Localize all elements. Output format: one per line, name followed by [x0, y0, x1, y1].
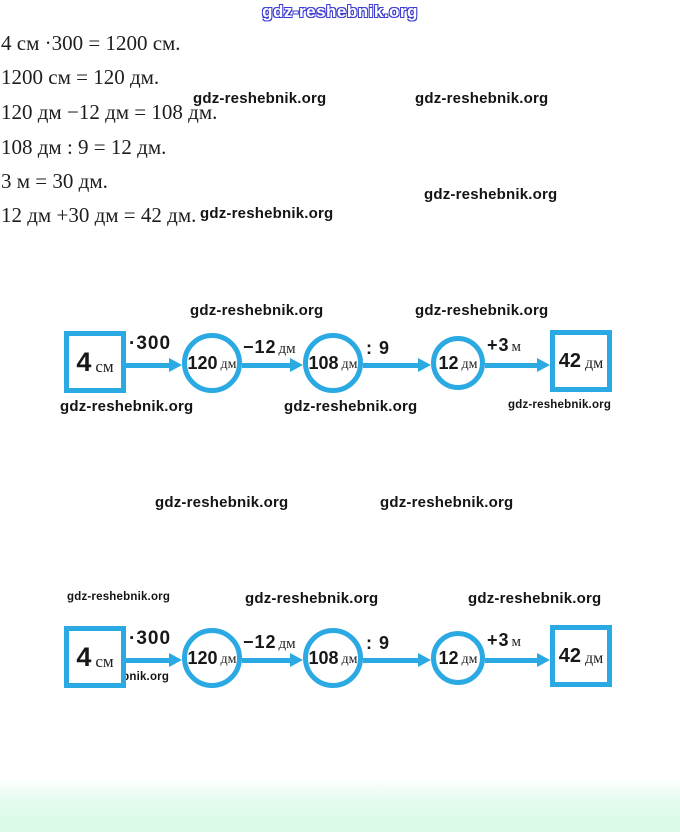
- solution-line: 108 дм : 9 = 12 дм.: [1, 135, 167, 159]
- watermark: gdz-reshebnik.org: [60, 398, 194, 415]
- diagram-end-node: 42 дм: [550, 625, 612, 687]
- node-unit: дм: [220, 357, 237, 372]
- watermark: gdz-reshebnik.org: [380, 494, 514, 511]
- diagram-end-node: 42 дм: [550, 330, 612, 392]
- node-unit: см: [95, 652, 114, 671]
- node-unit: дм: [461, 652, 478, 667]
- diagram-node: 120 дм: [182, 628, 242, 688]
- operation-label: ·300: [129, 628, 172, 649]
- watermark: gdz-reshebnik.org: [67, 591, 171, 603]
- diagram-node: 12 дм: [431, 336, 485, 390]
- solution-line: 120 дм −12 дм = 108 дм.: [1, 100, 218, 124]
- watermark: gdz-reshebnik.org: [155, 494, 289, 511]
- watermark: gdz-reshebnik.org: [284, 398, 418, 415]
- solution-line: 4 см ·300 = 1200 см.: [1, 31, 181, 55]
- arrow-right-icon: [242, 357, 303, 373]
- operation-label: ·300: [129, 333, 172, 354]
- watermark: gdz-reshebnik.org: [415, 90, 549, 107]
- node-unit: дм: [584, 650, 604, 667]
- diagram-node: 108 дм: [303, 333, 363, 393]
- footer-band: [0, 779, 680, 832]
- node-value: 120: [187, 352, 218, 373]
- arrow-right-icon: [125, 357, 182, 373]
- watermark: gdz-reshebnik.org: [424, 186, 558, 203]
- node-unit: дм: [341, 357, 358, 372]
- watermark: gdz-reshebnik.org: [415, 302, 549, 319]
- node-value: 42: [558, 644, 581, 667]
- arrow-right-icon: [485, 357, 550, 373]
- arrow-right-icon: [485, 652, 550, 668]
- watermark: gdz-reshebnik.org: [245, 590, 379, 607]
- watermark: gdz-reshebnik.org: [200, 205, 334, 222]
- watermark: gdz-reshebnik.org: [190, 302, 324, 319]
- solution-line: 12 дм +30 дм = 42 дм.: [1, 203, 197, 227]
- diagram-start-node: 4 см: [64, 331, 126, 393]
- site-title-watermark: gdz-reshebnik.org: [262, 2, 418, 21]
- node-unit: см: [95, 357, 114, 376]
- arrow-right-icon: [125, 652, 182, 668]
- diagram-node: 120 дм: [182, 333, 242, 393]
- diagram-node: 12 дм: [431, 631, 485, 685]
- arrow-right-icon: [242, 652, 303, 668]
- node-value: 12: [438, 647, 459, 668]
- node-value: 12: [438, 352, 459, 373]
- watermark: gdz-reshebnik.org: [508, 399, 612, 411]
- diagram-start-node: 4 см: [64, 626, 126, 688]
- node-value: 4: [76, 641, 92, 672]
- node-value: 4: [76, 346, 92, 377]
- node-unit: дм: [461, 357, 478, 372]
- node-value: 120: [187, 647, 218, 668]
- solution-line: 1200 см = 120 дм.: [1, 65, 160, 89]
- watermark: gdz-reshebnik.org: [468, 590, 602, 607]
- node-unit: дм: [584, 355, 604, 372]
- solution-line: 3 м = 30 дм.: [1, 169, 108, 193]
- node-unit: дм: [220, 652, 237, 667]
- arrow-right-icon: [363, 357, 431, 373]
- operation-label: : 9: [366, 338, 391, 358]
- arrow-right-icon: [363, 652, 431, 668]
- operation-label: : 9: [366, 633, 391, 653]
- node-unit: дм: [341, 652, 358, 667]
- node-value: 42: [558, 349, 581, 372]
- diagram-node: 108 дм: [303, 628, 363, 688]
- watermark: gdz-reshebnik.org: [193, 90, 327, 107]
- node-value: 108: [308, 647, 339, 668]
- node-value: 108: [308, 352, 339, 373]
